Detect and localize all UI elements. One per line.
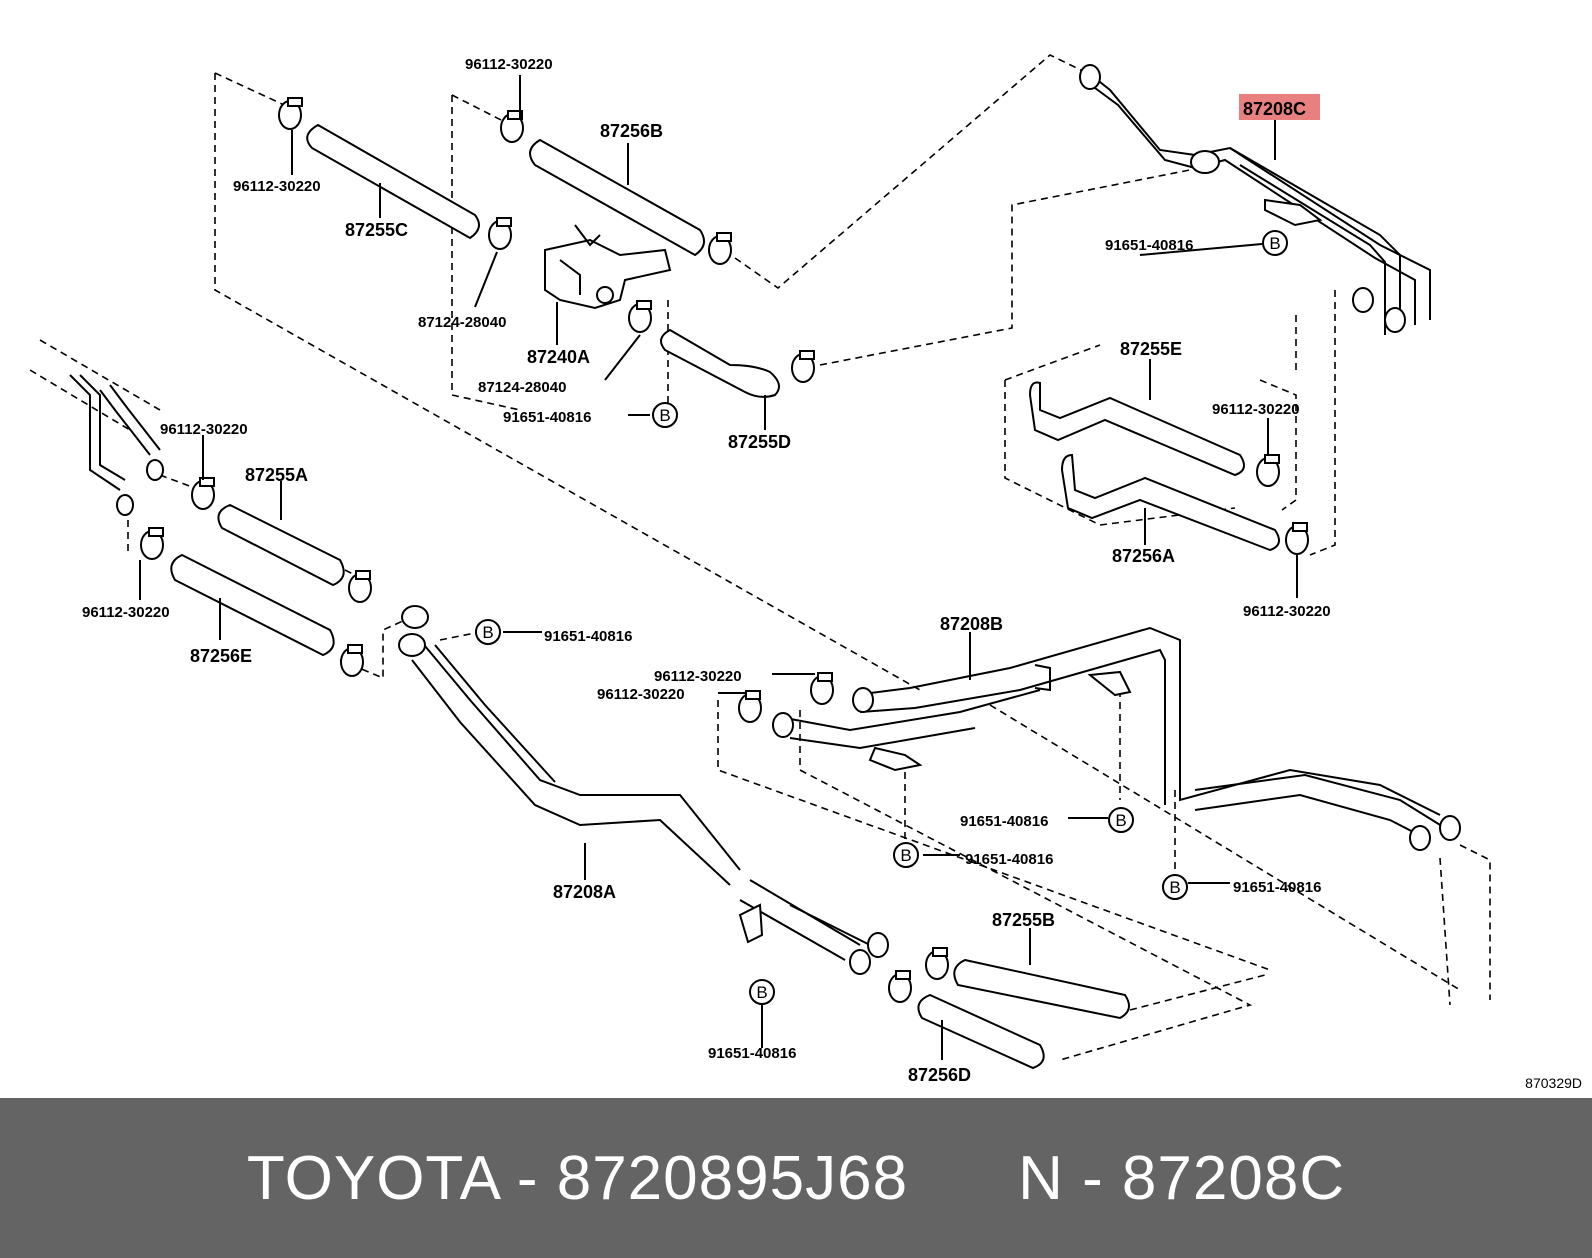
callout-b-icon: B	[1162, 874, 1188, 900]
svg-text:B: B	[1269, 234, 1280, 253]
pipe-87208c	[1079, 64, 1431, 335]
clamp-icon	[278, 97, 303, 130]
label-clamp-96112-30220: 96112-30220	[597, 686, 685, 703]
label-pipe-87208a: 87208A	[553, 882, 616, 902]
footer-oem-part-number: TOYOTA - 8720895J68	[246, 1143, 909, 1213]
svg-text:B: B	[482, 623, 493, 642]
label-hose-87256d: 87256D	[908, 1065, 971, 1085]
parts-diagram-area: B B B B B B B 96112-30220 96112-30220 87…	[29, 54, 1582, 1091]
pipe-87208b	[772, 626, 1461, 851]
diagram-reference-code: 870329D	[1525, 1075, 1582, 1091]
part-labels: 96112-30220 96112-30220 87255C 87256B 87…	[82, 56, 1582, 1091]
callout-b-icon: B	[749, 979, 775, 1005]
label-pipe-87208c: 87208C	[1243, 99, 1306, 119]
hose-87256e	[170, 553, 335, 657]
label-clip-87124-28040: 87124-28040	[418, 314, 506, 331]
label-hose-87256b: 87256B	[600, 121, 663, 141]
label-hose-87256e: 87256E	[190, 646, 252, 666]
clamp-icon	[791, 350, 815, 383]
bolt-callouts: B B B B B B B	[475, 230, 1288, 1005]
clamp-icon	[888, 970, 912, 1003]
label-clamp-96112-30220: 96112-30220	[82, 604, 170, 621]
hose-clamps	[140, 97, 1309, 1003]
clamp-icon	[1256, 454, 1280, 487]
label-clamp-96112-30220: 96112-30220	[465, 56, 553, 73]
svg-text:B: B	[1115, 811, 1126, 830]
label-clamp-96112-30220: 96112-30220	[1212, 401, 1300, 418]
callout-b-icon: B	[893, 842, 919, 868]
label-hose-87255d: 87255D	[728, 432, 791, 452]
hose-87256b	[529, 138, 705, 257]
leader-lines	[139, 75, 1298, 1060]
clamp-icon	[500, 110, 524, 143]
clamp-icon	[348, 570, 372, 603]
label-bolt-91651-40816: 91651-40816	[1105, 237, 1193, 254]
label-pipe-87208b: 87208B	[940, 614, 1003, 634]
label-hose-87255c: 87255C	[345, 220, 408, 240]
clamp-icon	[810, 672, 834, 705]
hose-87255a	[217, 503, 345, 587]
pipe-stubs-left	[69, 374, 164, 516]
hose-87255d	[660, 328, 780, 398]
svg-text:B: B	[900, 846, 911, 865]
clamp-icon	[191, 477, 215, 510]
label-clamp-96112-30220: 96112-30220	[233, 178, 321, 195]
label-hose-87255b: 87255B	[992, 910, 1055, 930]
label-hose-87256a: 87256A	[1112, 546, 1175, 566]
hose-87256a	[1060, 453, 1280, 552]
clamp-icon	[1285, 522, 1309, 555]
label-clamp-96112-30220: 96112-30220	[160, 421, 248, 438]
label-valve-87240a: 87240A	[527, 347, 590, 367]
hose-87255b	[953, 958, 1130, 1020]
footer-diagram-ref: N - 87208C	[1018, 1143, 1346, 1213]
svg-text:B: B	[659, 406, 670, 425]
clamp-icon	[140, 527, 164, 560]
hose-87256d	[917, 993, 1045, 1070]
water-valve-87240a	[544, 224, 672, 310]
label-hose-87255e: 87255E	[1120, 339, 1182, 359]
label-bolt-91651-40816: 91651-40816	[960, 813, 1048, 830]
callout-b-icon: B	[475, 619, 501, 645]
hose-87255c	[306, 123, 480, 240]
clamp-icon	[708, 232, 732, 265]
highlight-87208c	[1239, 94, 1320, 120]
svg-text:B: B	[1169, 878, 1180, 897]
clamp-icon	[628, 300, 652, 333]
label-clip-87124-28040: 87124-28040	[478, 379, 566, 396]
clamp-icon	[340, 644, 364, 677]
callout-b-icon: B	[652, 402, 678, 428]
clamp-icon	[488, 217, 512, 250]
svg-text:B: B	[756, 983, 767, 1002]
part-number-footer: TOYOTA - 8720895J68 N - 87208C	[0, 1098, 1592, 1258]
callout-b-icon: B	[1108, 807, 1134, 833]
hose-87255e	[1028, 381, 1245, 477]
label-clamp-96112-30220: 96112-30220	[1243, 603, 1331, 620]
clamp-icon	[925, 947, 949, 980]
label-bolt-91651-40816: 91651-40816	[965, 851, 1053, 868]
label-clamp-96112-30220: 96112-30220	[654, 668, 742, 685]
callout-b-icon: B	[1262, 230, 1288, 256]
label-bolt-91651-40816: 91651-40816	[544, 628, 632, 645]
label-bolt-91651-40816: 91651-40816	[503, 409, 591, 426]
label-bolt-91651-40816: 91651-40816	[1233, 879, 1321, 896]
label-bolt-91651-40816: 91651-40816	[708, 1045, 796, 1062]
parts-diagram: B B B B B B B 96112-30220 96112-30220 87…	[29, 54, 1582, 1091]
pipe-87208a	[398, 605, 889, 975]
label-hose-87255a: 87255A	[245, 465, 308, 485]
clamp-icon	[738, 690, 762, 723]
